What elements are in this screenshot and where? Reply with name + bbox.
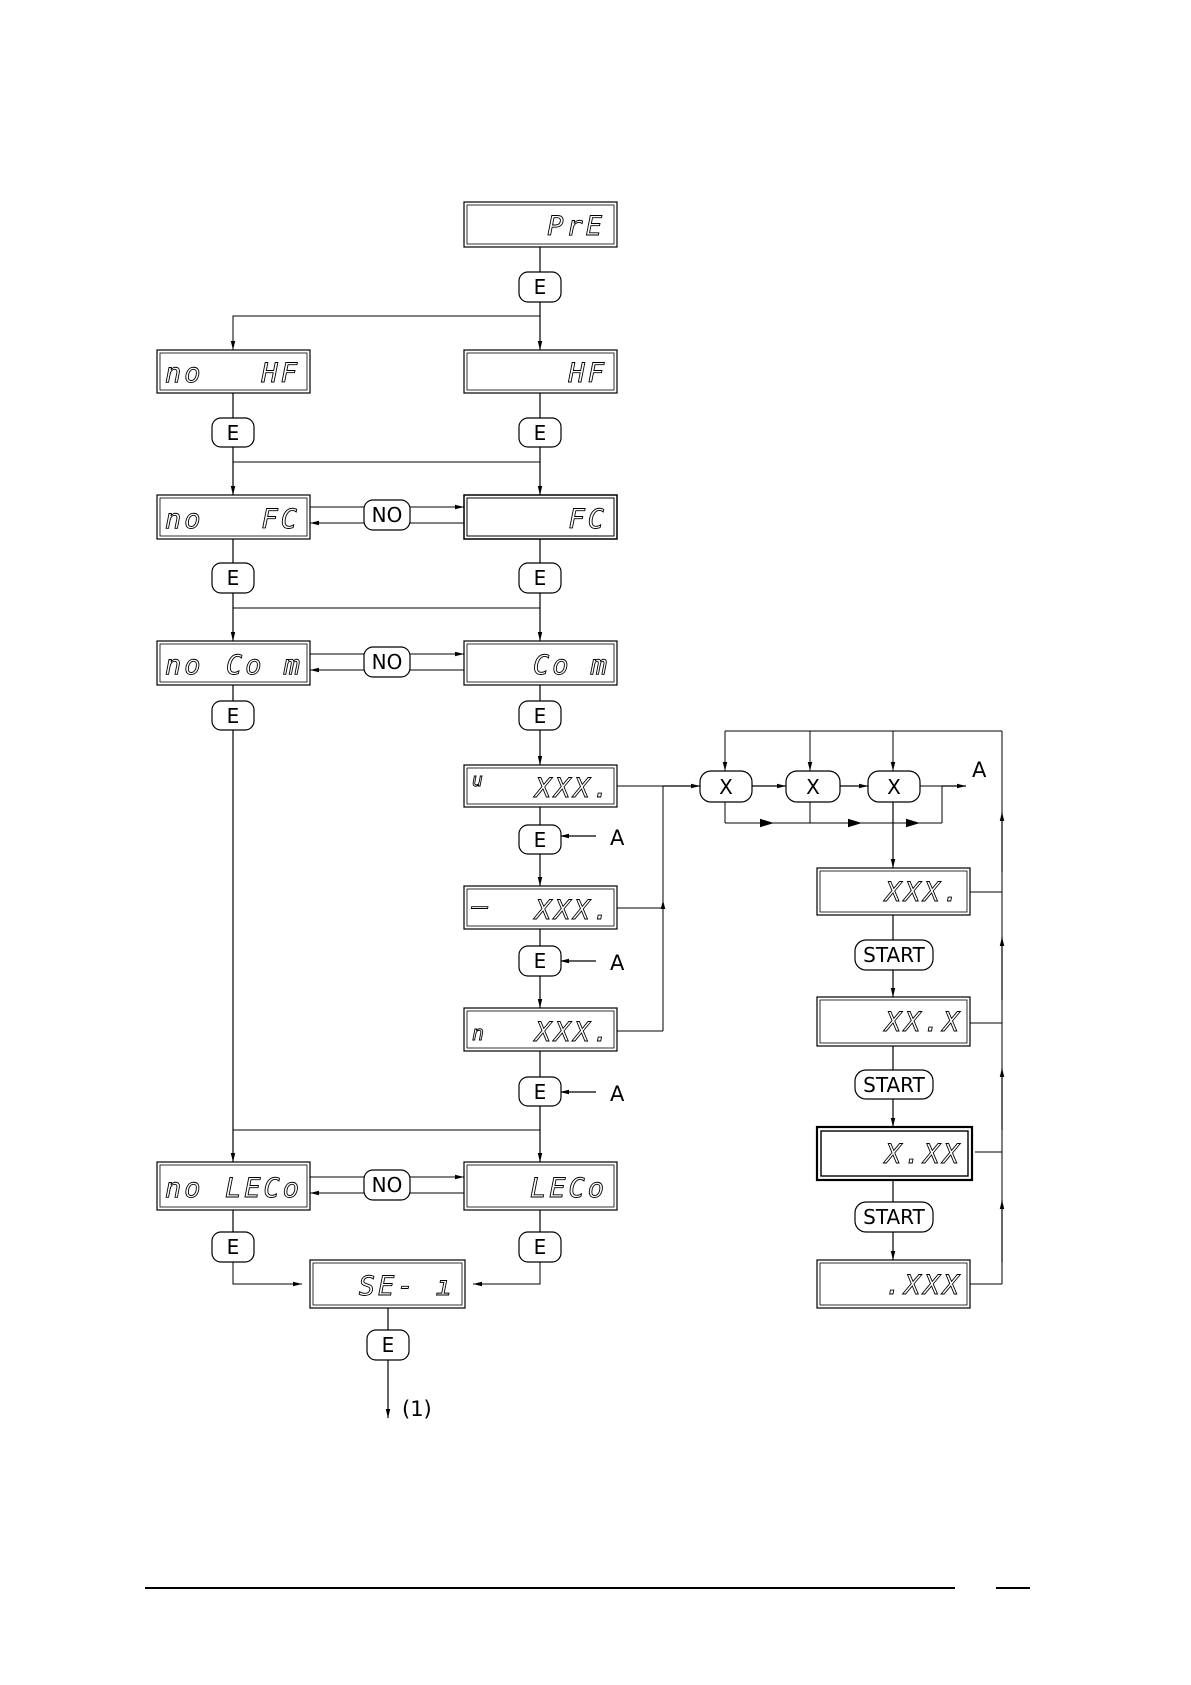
display-xxx-1-text: XXX. <box>883 877 962 908</box>
display-pre-text: PrE <box>547 211 605 242</box>
display-xxx-4-text: .XXX <box>885 1270 962 1301</box>
button-e-7[interactable]: E <box>519 701 561 730</box>
button-e-3[interactable]: E <box>519 418 561 447</box>
button-no-label: NO <box>372 650 403 674</box>
button-e-label: E <box>534 704 547 728</box>
display-no-hf: no HF <box>157 350 310 393</box>
button-e-10[interactable]: E <box>519 1077 561 1106</box>
button-e-2[interactable]: E <box>212 418 254 447</box>
display-leco-text: LECo <box>225 1173 302 1204</box>
display-sub-n: n <box>472 1021 487 1045</box>
display-u-xxx: u XXX. <box>464 765 617 807</box>
button-e-4[interactable]: E <box>212 563 254 593</box>
button-e-13[interactable]: E <box>367 1330 409 1360</box>
display-com-text: Co m <box>226 650 303 681</box>
display-no-leco: no LECo <box>157 1162 310 1210</box>
display-xxx-2-text: XX.X <box>883 1007 962 1038</box>
display-xxx-text: XXX. <box>533 1017 612 1048</box>
label-a: A <box>610 1082 625 1106</box>
button-e-12[interactable]: E <box>519 1232 561 1262</box>
display-hf-text: HF <box>567 358 607 389</box>
display-xxx-3-text: X.XX <box>883 1139 962 1170</box>
button-x-label: X <box>719 775 733 799</box>
button-e-label: E <box>227 421 240 445</box>
button-e-label: E <box>227 1235 240 1259</box>
button-x-label: X <box>887 775 901 799</box>
button-no-3[interactable]: NO <box>364 1170 410 1200</box>
button-x-3[interactable]: X <box>868 771 920 802</box>
button-e-8[interactable]: E <box>519 825 561 854</box>
display-no-text: no <box>165 1173 204 1204</box>
button-e-label: E <box>382 1333 395 1357</box>
button-no-2[interactable]: NO <box>364 647 410 677</box>
display-xxx-text: XXX. <box>533 773 612 804</box>
display-dash-xxx: – XXX. <box>464 886 617 929</box>
display-no-com: no Co m <box>157 641 310 685</box>
button-e-label: E <box>534 1080 547 1104</box>
display-sei-text: SE- ı <box>359 1271 455 1302</box>
display-hf: HF <box>464 350 617 393</box>
display-xxx-3: X.XX <box>817 1127 972 1180</box>
display-sub-dash: – <box>471 891 491 922</box>
display-no-text: no <box>165 650 204 681</box>
display-no-text: no <box>165 358 204 389</box>
display-leco-text: LECo <box>530 1173 607 1204</box>
button-start-3[interactable]: START <box>855 1202 933 1232</box>
button-e-label: E <box>534 275 547 299</box>
display-no-fc: no FC <box>157 495 310 539</box>
button-e-label: E <box>227 704 240 728</box>
button-start-label: START <box>863 1205 925 1229</box>
display-xxx-4: .XXX <box>817 1260 970 1308</box>
continue-label: (1) <box>402 1397 432 1421</box>
button-no-label: NO <box>372 1173 403 1197</box>
display-xxx-2: XX.X <box>817 997 970 1046</box>
button-x-label: X <box>806 775 820 799</box>
button-start-2[interactable]: START <box>855 1070 933 1099</box>
button-start-label: START <box>863 1073 925 1097</box>
button-start-1[interactable]: START <box>855 940 933 970</box>
button-no-1[interactable]: NO <box>364 500 410 530</box>
display-com-text: Co m <box>533 650 610 681</box>
button-no-label: NO <box>372 503 403 527</box>
display-leco: LECo <box>464 1162 617 1210</box>
display-no-text: no <box>165 504 204 535</box>
label-a: A <box>610 826 625 850</box>
button-e-9[interactable]: E <box>519 946 561 976</box>
button-e-label: E <box>227 566 240 590</box>
button-e-label: E <box>534 1235 547 1259</box>
button-e-label: E <box>534 421 547 445</box>
display-fc: FC <box>464 495 617 539</box>
display-hf-text: HF <box>260 358 300 389</box>
display-sub-u: u <box>472 770 486 791</box>
button-e-label: E <box>534 828 547 852</box>
display-fc-text: FC <box>261 504 300 535</box>
button-x-1[interactable]: X <box>700 771 752 802</box>
display-pre: PrE <box>464 202 617 247</box>
display-fc-text: FC <box>568 504 607 535</box>
button-start-label: START <box>863 943 925 967</box>
button-x-2[interactable]: X <box>786 771 840 802</box>
display-sei: SE- ı <box>310 1260 465 1308</box>
label-a: A <box>610 951 625 975</box>
display-xxx-1: XXX. <box>817 868 970 915</box>
display-com: Co m <box>464 641 617 685</box>
button-e-label: E <box>534 566 547 590</box>
display-n-xxx: n XXX. <box>464 1008 617 1051</box>
label-a: A <box>972 758 987 782</box>
button-e-6[interactable]: E <box>212 701 254 730</box>
button-e-11[interactable]: E <box>212 1232 254 1262</box>
button-e-label: E <box>534 949 547 973</box>
display-xxx-text: XXX. <box>533 895 612 926</box>
button-e-1[interactable]: E <box>519 272 561 302</box>
button-e-5[interactable]: E <box>519 563 561 593</box>
